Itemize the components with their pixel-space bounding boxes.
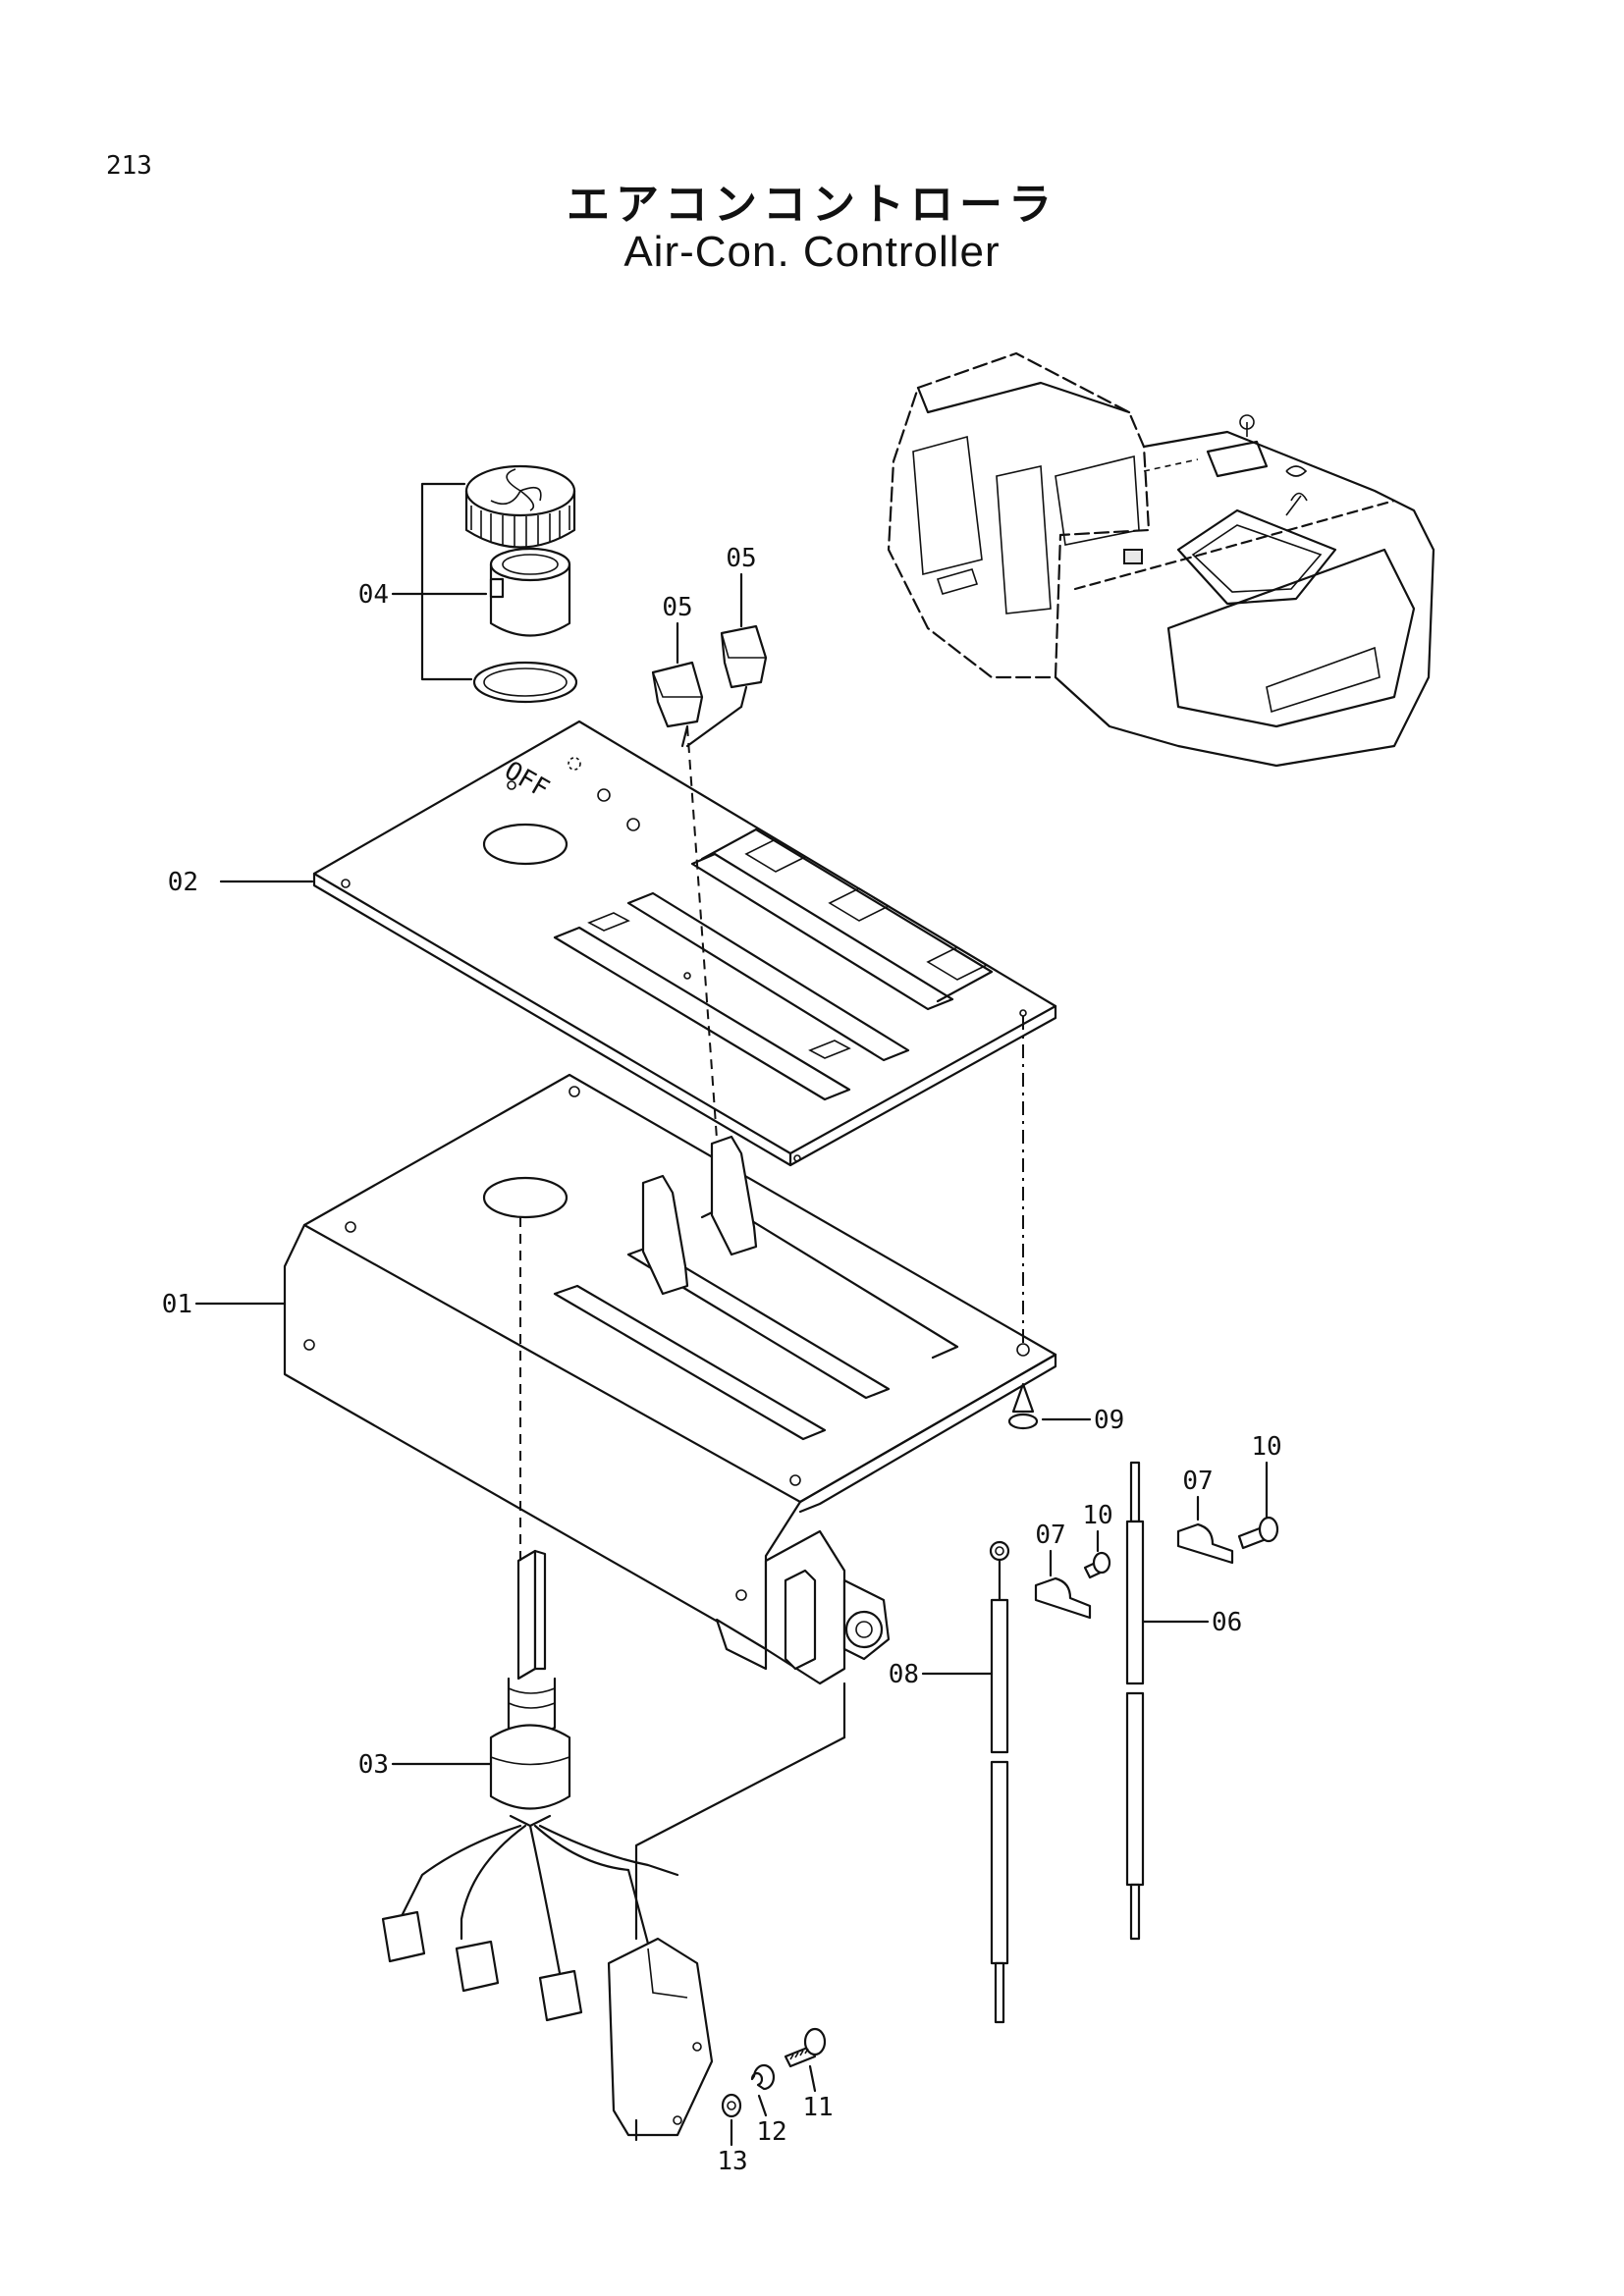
part-09-clip [1007,1382,1092,1430]
callout-13: 13 [717,2147,747,2176]
callout-06: 06 [1212,1608,1242,1637]
callout-07-right: 07 [1182,1467,1213,1496]
callout-11: 11 [802,2093,833,2122]
part-05-lever-caps [651,572,768,748]
part-01-controller-box [194,1073,1057,1685]
callout-12: 12 [756,2117,786,2147]
alignment-lines [519,725,1024,2142]
title-english: Air-Con. Controller [623,228,1001,276]
part-06-cable [1125,1461,1210,1941]
part-03-switch-harness [381,1549,714,2137]
parts-11-12-13-fasteners [721,2027,827,2147]
callout-07-left: 07 [1035,1521,1065,1550]
callout-05-right: 05 [726,544,756,573]
callout-04: 04 [358,580,389,610]
callout-03: 03 [358,1750,389,1780]
part-04-knob-assembly [391,464,578,704]
title-japanese: エアコンコントローラ [567,180,1057,230]
callout-01: 01 [162,1290,192,1319]
callout-09: 09 [1094,1406,1124,1435]
callout-05-left: 05 [662,593,692,622]
callout-02: 02 [168,868,198,897]
excavator-location-sketch [887,351,1435,768]
callout-10-right: 10 [1251,1432,1281,1462]
parts-07-10-clamps-bolts [1034,1461,1279,1620]
part-08-cable [921,1540,1010,2024]
callout-08: 08 [889,1660,919,1689]
part-02-cover-plate [219,720,1057,1167]
page-number: 213 [106,151,152,181]
callout-labels: 02 01 03 04 05 05 06 07 07 08 09 10 10 1… [162,544,1282,2176]
callout-10-left: 10 [1082,1501,1112,1530]
